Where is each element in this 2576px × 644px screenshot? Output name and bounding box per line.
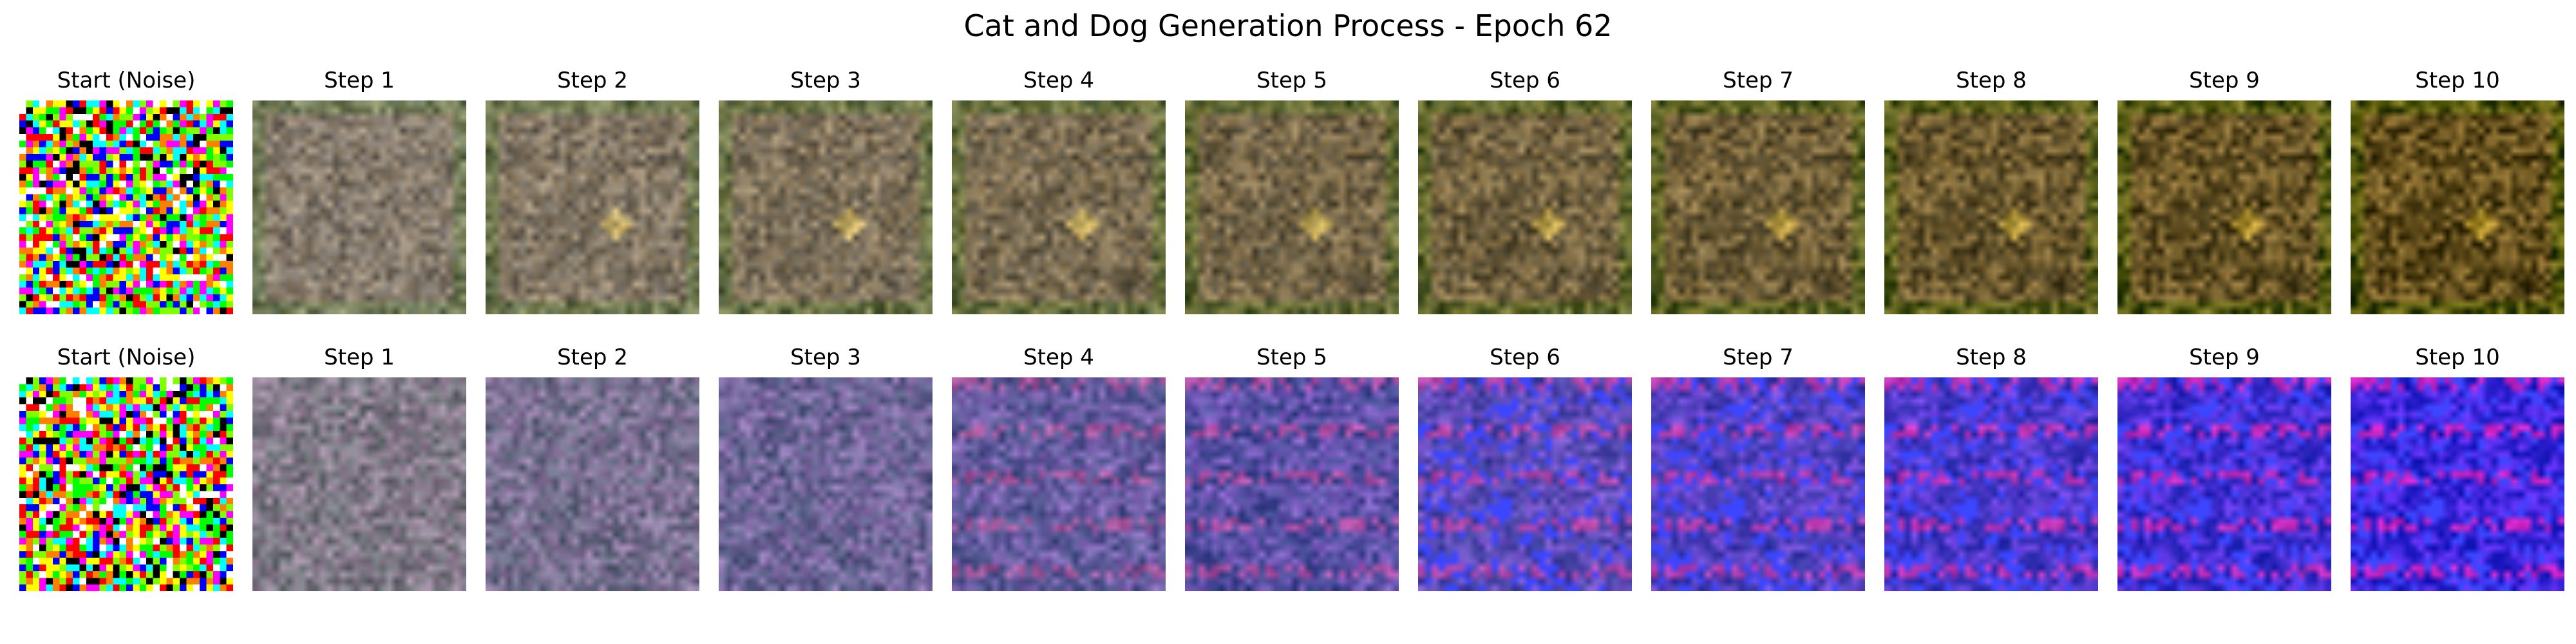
dog-generation-row: Start (Noise) Step 1 Step 2 Step 3 Step 4 Ste…	[0, 341, 2576, 612]
generated-image	[486, 377, 699, 591]
panel-label: Start (Noise)	[57, 345, 196, 370]
panel-step-5: Step 5	[1185, 64, 1399, 335]
generated-image	[1185, 100, 1399, 314]
panel-step-2: Step 2	[486, 341, 699, 612]
generated-image	[952, 100, 1166, 314]
panel-noise: Start (Noise)	[19, 341, 233, 612]
panel-noise: Start (Noise)	[19, 64, 233, 335]
noise-image	[19, 100, 233, 314]
generated-image	[2351, 377, 2564, 591]
generated-image	[252, 377, 466, 591]
panel-step-3: Step 3	[719, 64, 933, 335]
generated-image	[2351, 100, 2564, 314]
generated-image	[252, 100, 466, 314]
panel-label: Start (Noise)	[57, 68, 196, 93]
panel-label: Step 3	[790, 345, 861, 370]
panel-step-5: Step 5	[1185, 341, 1399, 612]
panel-step-1: Step 1	[252, 64, 466, 335]
panel-label: Step 5	[1256, 68, 1327, 93]
panel-label: Step 7	[1723, 68, 1794, 93]
panel-step-1: Step 1	[252, 341, 466, 612]
panel-label: Step 1	[324, 345, 395, 370]
noise-image	[19, 377, 233, 591]
panel-label: Step 4	[1023, 345, 1094, 370]
generated-image	[1651, 100, 1865, 314]
panel-label: Step 9	[2189, 345, 2260, 370]
panel-step-9: Step 9	[2117, 64, 2331, 335]
panel-label: Step 1	[324, 68, 395, 93]
panel-label: Step 2	[557, 68, 628, 93]
generated-image	[1418, 377, 1632, 591]
generated-image	[1651, 377, 1865, 591]
panel-step-2: Step 2	[486, 64, 699, 335]
generated-image	[1418, 100, 1632, 314]
panel-step-4: Step 4	[952, 64, 1166, 335]
generated-image	[1884, 100, 2098, 314]
cat-generation-row: Start (Noise) Step 1 Step 2 Step 3 Step 4 Ste…	[0, 64, 2576, 335]
panel-label: Step 8	[1956, 345, 2027, 370]
panel-label: Step 5	[1256, 345, 1327, 370]
panel-label: Step 10	[2415, 345, 2500, 370]
panel-step-4: Step 4	[952, 341, 1166, 612]
panel-step-6: Step 6	[1418, 341, 1632, 612]
panel-step-6: Step 6	[1418, 64, 1632, 335]
generated-image	[719, 377, 933, 591]
panel-label: Step 6	[1490, 68, 1560, 93]
panel-label: Step 3	[790, 68, 861, 93]
generated-image	[2117, 100, 2331, 314]
panel-label: Step 8	[1956, 68, 2027, 93]
panel-step-9: Step 9	[2117, 341, 2331, 612]
generated-image	[952, 377, 1166, 591]
panel-step-7: Step 7	[1651, 64, 1865, 335]
panel-label: Step 2	[557, 345, 628, 370]
panel-label: Step 9	[2189, 68, 2260, 93]
panel-step-7: Step 7	[1651, 341, 1865, 612]
panel-label: Step 6	[1490, 345, 1560, 370]
generated-image	[1185, 377, 1399, 591]
panel-label: Step 7	[1723, 345, 1794, 370]
generated-image	[719, 100, 933, 314]
generated-image	[2117, 377, 2331, 591]
panel-label: Step 4	[1023, 68, 1094, 93]
figure-title: Cat and Dog Generation Process - Epoch 6…	[963, 8, 1613, 43]
generated-image	[1884, 377, 2098, 591]
panel-step-8: Step 8	[1884, 341, 2098, 612]
panel-step-10: Step 10	[2351, 64, 2564, 335]
panel-label: Step 10	[2415, 68, 2500, 93]
panel-step-8: Step 8	[1884, 64, 2098, 335]
panel-step-10: Step 10	[2351, 341, 2564, 612]
generated-image	[486, 100, 699, 314]
panel-step-3: Step 3	[719, 341, 933, 612]
